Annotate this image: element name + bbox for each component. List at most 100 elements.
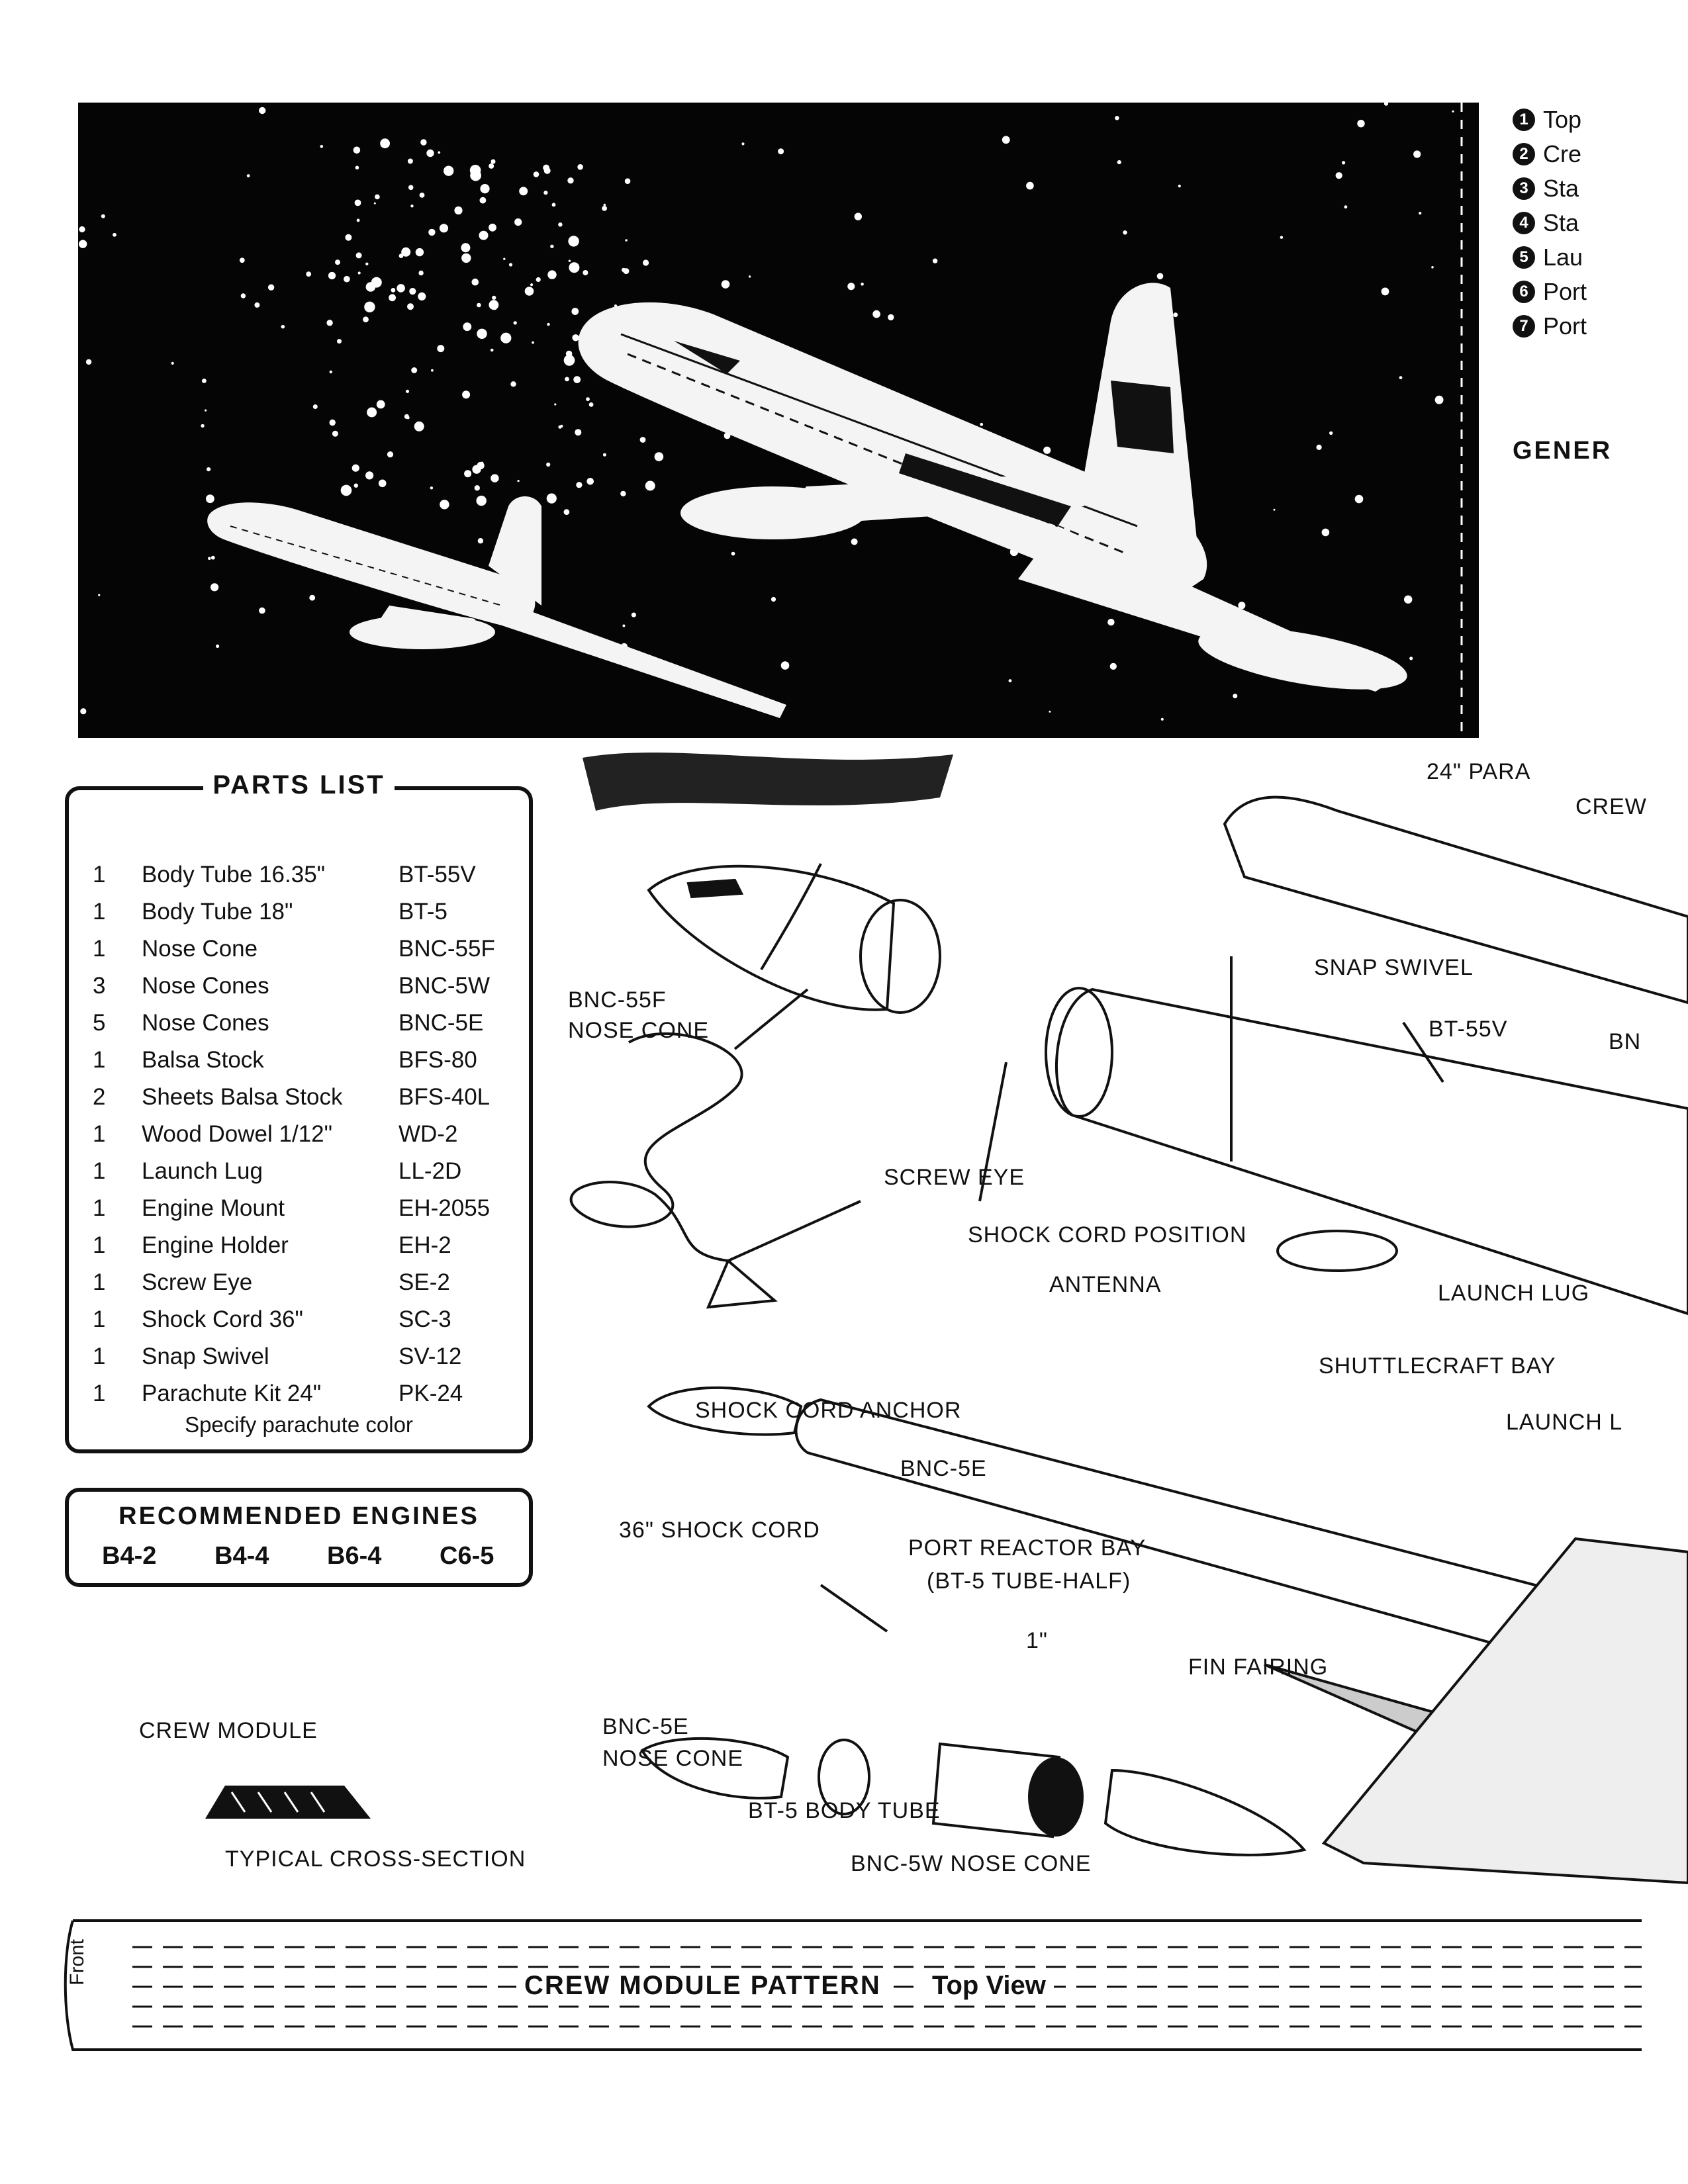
- star: [780, 661, 790, 670]
- star: [490, 348, 494, 352]
- star: [500, 332, 512, 343]
- star: [306, 271, 312, 277]
- star: [378, 479, 387, 488]
- bt-5-body-tube: [931, 1742, 1061, 1839]
- star: [491, 302, 498, 310]
- star: [437, 345, 445, 353]
- label-nose-cone: NOSE CONE: [568, 1018, 710, 1043]
- star: [568, 236, 579, 247]
- star: [513, 321, 517, 325]
- star: [329, 419, 336, 426]
- star: [1008, 679, 1012, 682]
- star: [771, 596, 776, 602]
- label-bnc-5w-nose-cone: BNC-5W NOSE CONE: [851, 1851, 1092, 1876]
- star: [371, 277, 382, 288]
- star: [603, 203, 606, 206]
- label-antenna: ANTENNA: [1049, 1272, 1162, 1297]
- star: [536, 277, 541, 283]
- star: [479, 197, 487, 204]
- star: [208, 557, 211, 561]
- star: [543, 191, 548, 195]
- star: [419, 193, 425, 198]
- general-heading: GENER: [1513, 437, 1613, 465]
- crew-module-cross-section: [205, 1786, 371, 1819]
- label-shock-cord-anchor: SHOCK CORD ANCHOR: [695, 1398, 962, 1423]
- pattern-front-label: Front: [66, 1938, 88, 1985]
- recommended-engines-box: RECOMMENDED ENGINES B4-2 B4-4 B6-4 C6-5: [65, 1488, 533, 1587]
- star: [340, 484, 352, 496]
- star: [254, 302, 260, 308]
- star: [888, 314, 894, 321]
- star: [586, 397, 590, 401]
- crew-module-pattern: [64, 1919, 1642, 2051]
- label-bnc-5e-2: BNC-5E: [602, 1714, 689, 1739]
- star: [1399, 376, 1403, 380]
- label-bt-5-body-tube: BT-5 BODY TUBE: [748, 1798, 941, 1823]
- star: [622, 624, 626, 627]
- star: [477, 302, 481, 308]
- star: [517, 480, 520, 482]
- star: [201, 424, 205, 428]
- star: [281, 324, 285, 329]
- bnc-5e-nose-cone-lower: [640, 1737, 790, 1799]
- label-port-reactor-bay: PORT REACTOR BAY: [908, 1535, 1147, 1561]
- star: [551, 203, 556, 207]
- label-bn-cut: BN: [1609, 1029, 1642, 1054]
- star: [418, 270, 424, 276]
- star: [353, 483, 358, 488]
- star: [550, 244, 554, 248]
- star: [489, 223, 496, 232]
- shuttlecraft-bay: [1276, 1230, 1398, 1272]
- bt-55v-body-tube: [1055, 987, 1688, 1316]
- fin: [1321, 1537, 1688, 1885]
- star: [79, 240, 87, 248]
- cross-section-label: TYPICAL CROSS-SECTION: [225, 1846, 526, 1872]
- star: [530, 283, 534, 287]
- star: [320, 145, 324, 148]
- star: [376, 400, 385, 409]
- star: [363, 316, 369, 323]
- label-shock-cord-36: 36" SHOCK CORD: [619, 1518, 820, 1543]
- star: [399, 253, 404, 258]
- star: [1160, 717, 1164, 721]
- parachute-canopy: [583, 752, 953, 811]
- star: [461, 243, 471, 253]
- star: [1409, 657, 1413, 660]
- star: [312, 404, 318, 409]
- star: [216, 644, 220, 649]
- small-spaceship: [207, 496, 786, 718]
- star: [1316, 444, 1322, 451]
- star: [211, 555, 215, 560]
- star: [569, 262, 580, 273]
- star: [565, 350, 573, 357]
- star: [854, 212, 863, 220]
- engine-item: B6-4: [327, 1542, 382, 1570]
- star: [438, 151, 441, 154]
- star: [1156, 273, 1164, 280]
- star: [602, 453, 606, 457]
- parts-list-title-wrap: PARTS LIST: [69, 770, 529, 800]
- label-bt-5-tube-half: (BT-5 TUBE-HALF): [927, 1569, 1131, 1594]
- label-fin-fairing: FIN FAIRING: [1188, 1655, 1329, 1680]
- star: [533, 171, 539, 177]
- star: [573, 376, 581, 383]
- star: [1383, 103, 1389, 106]
- star: [1123, 230, 1127, 235]
- star: [365, 262, 369, 265]
- bnc-55f-nose-cone: [647, 864, 896, 1011]
- star: [373, 202, 376, 205]
- star: [354, 199, 361, 206]
- cover-illustration: [78, 103, 1479, 738]
- label-screw-eye: SCREW EYE: [884, 1165, 1025, 1190]
- star: [508, 263, 513, 267]
